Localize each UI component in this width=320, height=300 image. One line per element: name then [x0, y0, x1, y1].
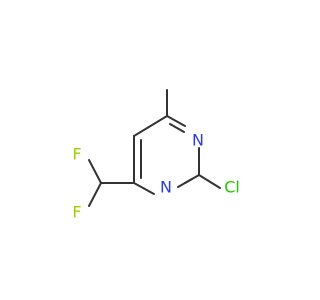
bond-cf-top: [88, 159, 102, 184]
bond-chloro: [198, 174, 221, 189]
molecule-diagram: N N Cl F F: [72, 89, 240, 222]
bond-ring-bottom-left: [133, 182, 155, 195]
bond-ring-top-right: [166, 115, 186, 127]
bond-ring-top-left: [133, 115, 168, 137]
chlorine-label: Cl: [224, 178, 240, 197]
fluorine-bottom-label: F: [72, 203, 81, 222]
fluorine-top-label: F: [72, 145, 81, 164]
nitrogen-bottom-label: N: [160, 178, 172, 197]
bond-ring-bottom-right-double: [177, 178, 193, 188]
bond-cf-bottom: [88, 182, 102, 207]
bond-ring-top-right-double: [169, 123, 185, 133]
molecule-svg: N N Cl F F: [72, 89, 240, 222]
nitrogen-top-label: N: [192, 131, 204, 150]
bonds: [88, 89, 221, 207]
